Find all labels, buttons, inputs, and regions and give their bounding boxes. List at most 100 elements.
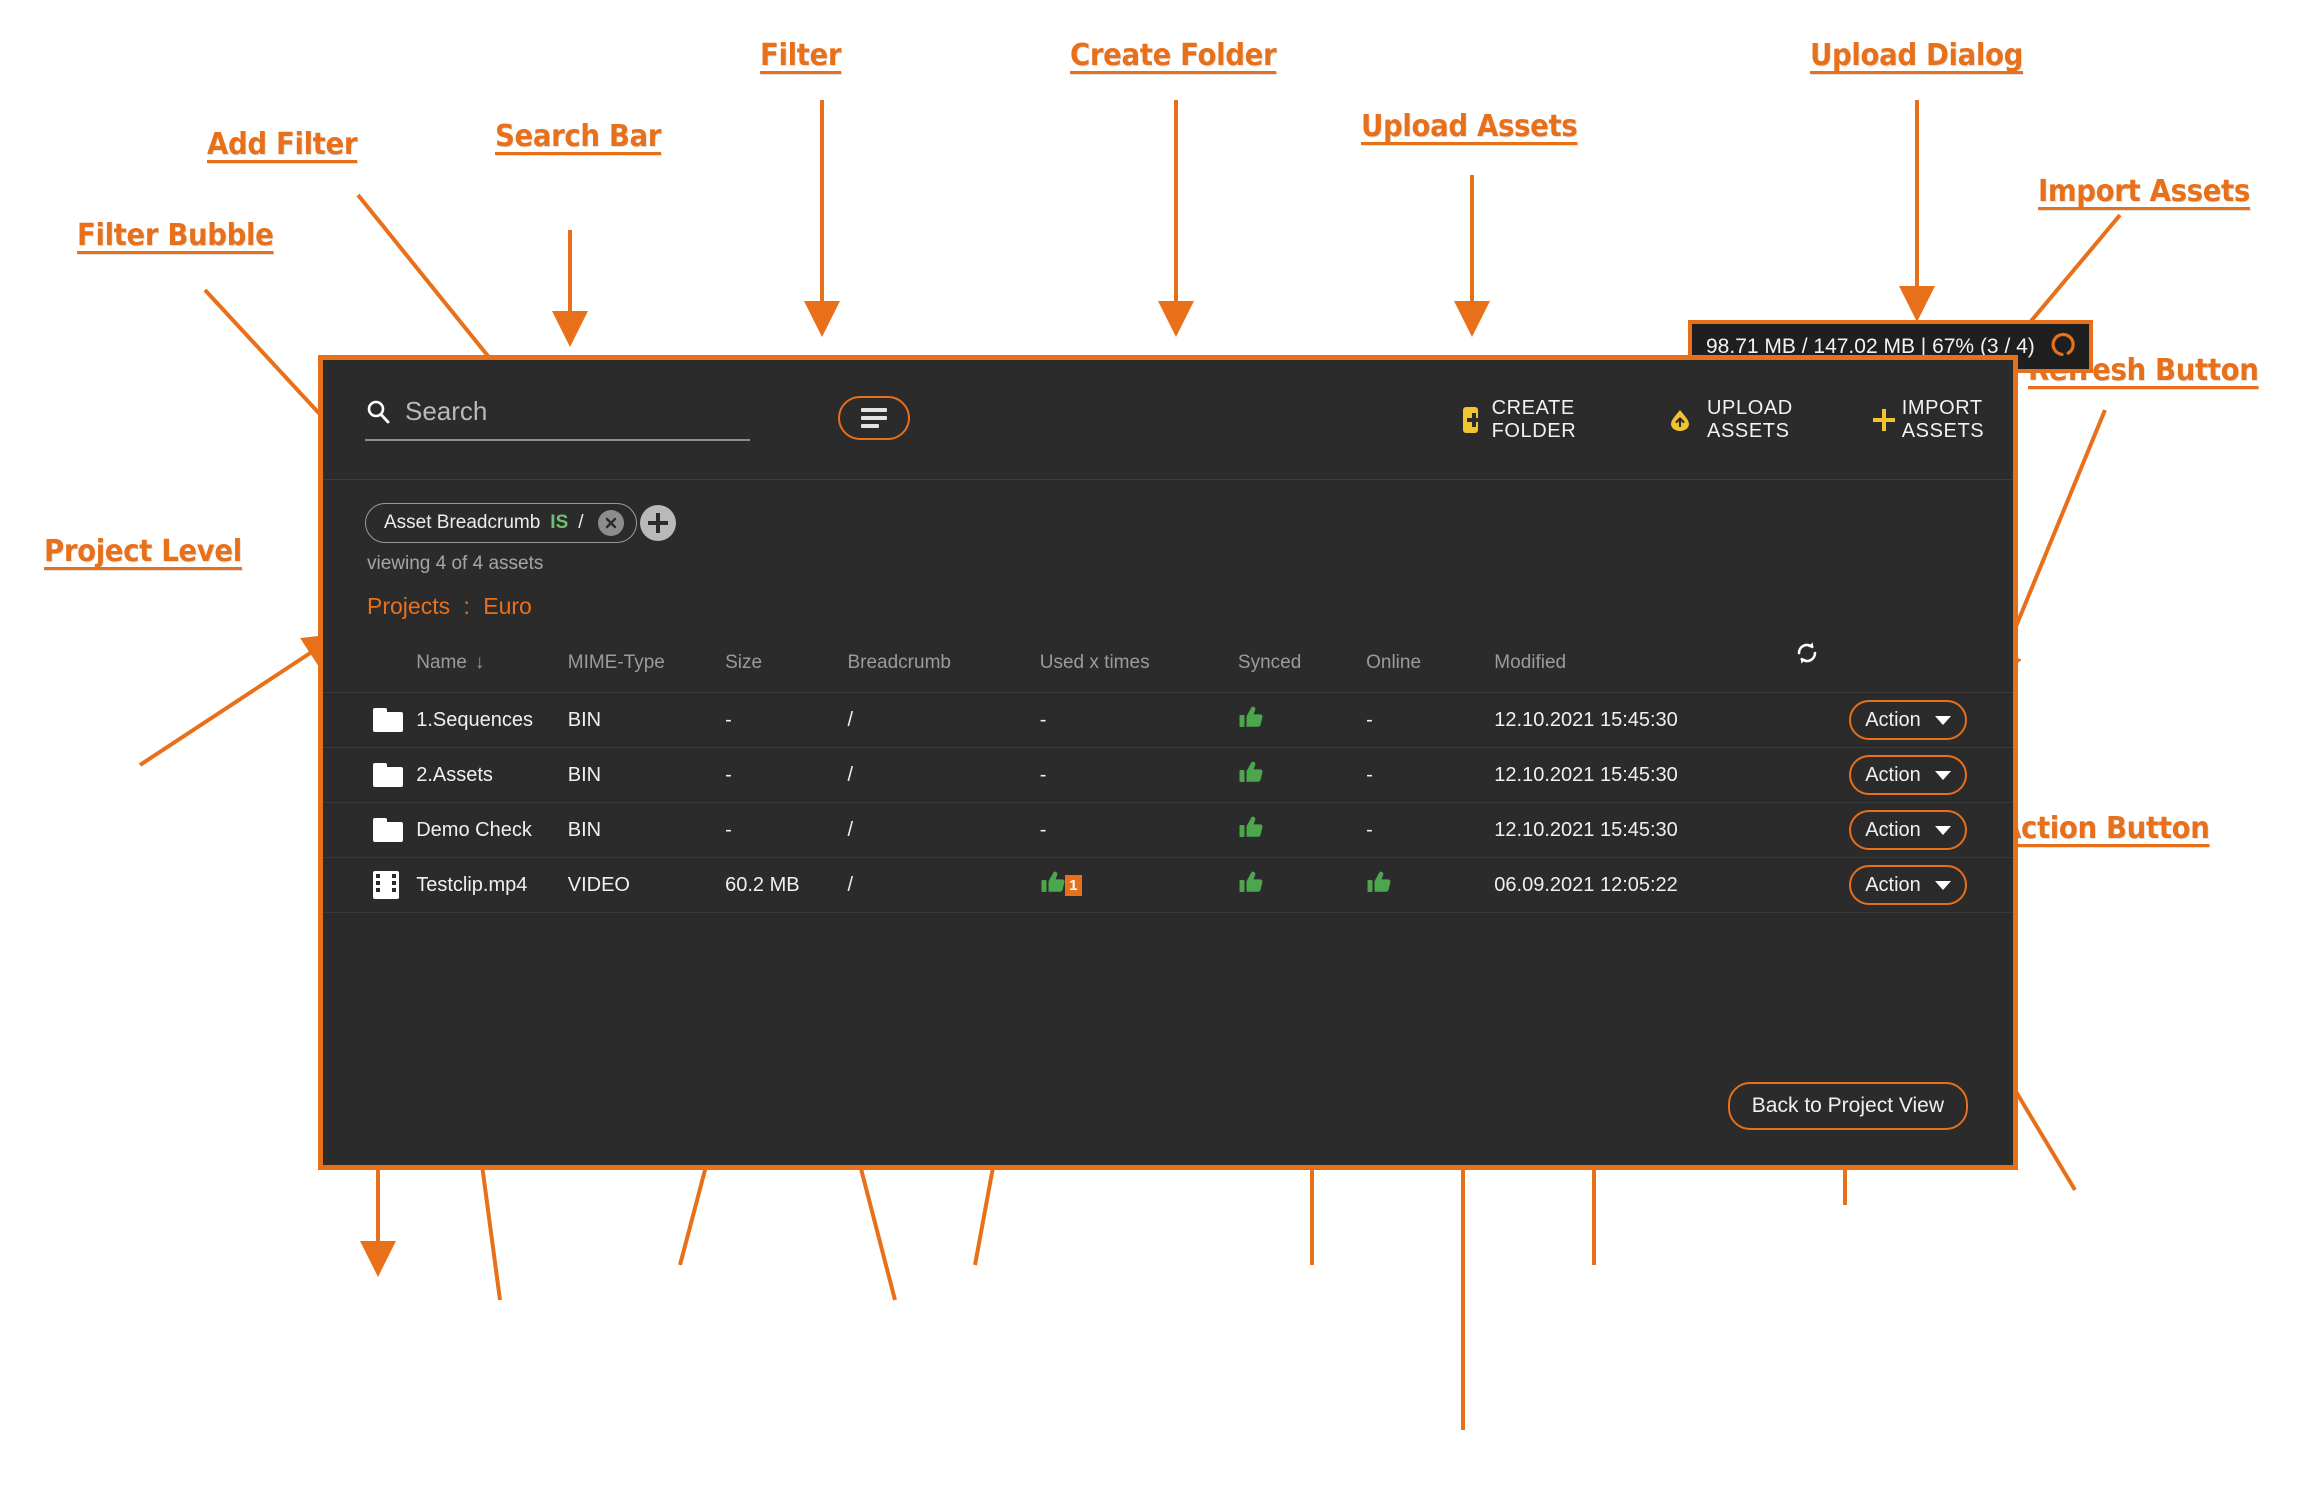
col-size[interactable]: Size (725, 652, 763, 673)
asset-manager-panel: Search CREATE FOLDER UPLOAD ASSETS (318, 355, 2018, 1170)
thumbs-up-icon (1238, 814, 1264, 846)
breadcrumb: Projects : Euro (367, 593, 532, 620)
cell-modified: 12.10.2021 15:45:30 (1494, 692, 1792, 748)
cell-mime-type: BIN (567, 802, 726, 858)
breadcrumb-leaf[interactable]: Euro (483, 593, 532, 619)
chevron-down-icon (1934, 880, 1951, 890)
cell-online: - (1366, 692, 1495, 748)
col-used-x-times[interactable]: Used x times (1039, 652, 1150, 673)
folder-icon (373, 818, 403, 842)
refresh-icon[interactable] (1792, 638, 1822, 674)
cell-action: Action (1791, 692, 2013, 748)
used-count-badge: 1 (1064, 874, 1082, 896)
breadcrumb-separator: : (463, 593, 470, 619)
back-to-project-view-button[interactable]: Back to Project View (1727, 1082, 1968, 1130)
plus-icon (1871, 407, 1895, 433)
viewing-count-text: viewing 4 of 4 assets (367, 553, 544, 574)
breadcrumb-root[interactable]: Projects (367, 593, 451, 619)
cell-action: Action (1791, 802, 2013, 858)
cell-used-x-times: - (1039, 692, 1238, 748)
cell-used: - (1039, 818, 1047, 841)
action-button-label: Action (1865, 873, 1921, 896)
filter-bubble-field: Asset Breadcrumb (384, 512, 541, 533)
cell-size: - (725, 802, 848, 858)
cell-breadcrumb: / (847, 692, 1040, 748)
cell-breadcrumb: / (847, 802, 1040, 858)
search-input-placeholder[interactable]: Search (405, 396, 488, 426)
thumbs-up-icon (1238, 704, 1264, 736)
col-name[interactable]: Name ↓ (416, 638, 568, 693)
spinner-icon (2049, 329, 2079, 364)
action-button[interactable]: Action (1849, 810, 1967, 850)
cell-size: - (725, 747, 848, 803)
col-modified[interactable]: Modified (1494, 652, 1567, 673)
action-button[interactable]: Action (1849, 755, 1967, 795)
col-name-label: Name (416, 652, 467, 673)
cell-type-icon (323, 747, 417, 803)
cell-size: 60.2 MB (725, 857, 848, 913)
col-icon (323, 638, 416, 693)
filter-button[interactable] (838, 396, 910, 440)
cell-action: Action (1791, 747, 2013, 803)
import-assets-label: IMPORT ASSETS (1901, 397, 1985, 442)
cell-used-x-times: - (1039, 747, 1238, 803)
cell-type-icon (323, 857, 417, 913)
thumbs-up-icon (1040, 869, 1066, 901)
cell-online: - (1366, 802, 1495, 858)
create-folder-icon (1463, 407, 1481, 433)
cell-mime-type: VIDEO (567, 857, 726, 913)
cell-mime-type: BIN (567, 692, 726, 748)
cell-size: - (725, 692, 848, 748)
col-action (1792, 638, 2014, 693)
cell-synced (1237, 802, 1367, 858)
create-folder-button[interactable]: CREATE FOLDER (1463, 397, 1607, 443)
action-button[interactable]: Action (1849, 700, 1967, 740)
col-breadcrumb[interactable]: Breadcrumb (847, 652, 951, 673)
upload-assets-button[interactable]: UPLOAD ASSETS (1667, 397, 1813, 443)
cell-type-icon (323, 692, 417, 748)
cell-breadcrumb: / (847, 857, 1040, 913)
annotation-label-import-assets: Import Assets (2038, 174, 2250, 209)
upload-assets-label: UPLOAD ASSETS (1707, 397, 1793, 442)
col-synced[interactable]: Synced (1237, 652, 1302, 673)
import-assets-button[interactable]: IMPORT ASSETS (1871, 397, 2013, 443)
annotation-label-add-filter: Add Filter (207, 127, 358, 162)
upload-cloud-icon (1667, 407, 1693, 433)
annotation-label-upload-assets: Upload Assets (1361, 109, 1578, 144)
cell-name[interactable]: 2.Assets (416, 747, 568, 803)
search-icon (365, 399, 391, 425)
annotation-label-filter: Filter (760, 38, 842, 73)
cell-synced (1237, 747, 1367, 803)
filter-bubble-value: / (578, 512, 584, 533)
search-bar[interactable]: Search (365, 396, 750, 441)
col-online[interactable]: Online (1366, 652, 1422, 673)
cell-synced (1237, 692, 1367, 748)
chevron-down-icon (1934, 715, 1951, 725)
sort-desc-icon[interactable]: ↓ (474, 652, 485, 673)
close-circle-icon[interactable] (597, 510, 624, 536)
folder-icon (373, 708, 403, 732)
col-mime-type[interactable]: MIME-Type (567, 652, 665, 673)
annotation-label-search-bar: Search Bar (495, 119, 662, 154)
cell-online (1366, 857, 1495, 913)
filter-bubble-operator: IS (550, 512, 569, 533)
thumbs-up-icon (1366, 869, 1392, 901)
thumbs-up-icon (1238, 869, 1264, 901)
cell-name[interactable]: Testclip.mp4 (416, 857, 568, 913)
action-button[interactable]: Action (1849, 865, 1967, 905)
cell-mime-type: BIN (567, 747, 726, 803)
action-button-label: Action (1865, 818, 1921, 841)
filter-bubble[interactable]: Asset Breadcrumb IS / (365, 503, 637, 543)
cell-name[interactable]: Demo Check (416, 802, 568, 858)
add-filter-button[interactable] (640, 505, 676, 541)
cell-used-x-times: - (1039, 802, 1238, 858)
chevron-down-icon (1934, 825, 1951, 835)
cell-name[interactable]: 1.Sequences (416, 692, 568, 748)
cell-breadcrumb: / (847, 747, 1040, 803)
